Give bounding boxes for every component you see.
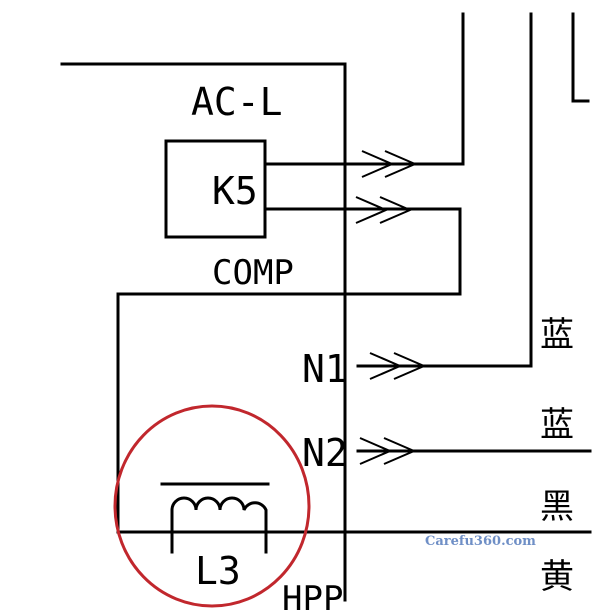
inductor-l3-symbol [160, 482, 270, 554]
wire-top-1 [263, 12, 465, 166]
label-n2: N2 [302, 431, 348, 475]
highlight-circle [113, 404, 311, 608]
wire-color-label-3: 黑 [540, 487, 574, 527]
relay-k5-box [164, 139, 267, 239]
label-n1: N1 [302, 347, 348, 391]
wire-top-3 [571, 12, 590, 103]
label-cut-off: HPP [282, 579, 343, 616]
inductor-coil [170, 496, 268, 554]
connector-arrow-k5-1 [361, 150, 418, 178]
wires [60, 12, 592, 602]
connector-arrow-k5-2 [355, 196, 413, 224]
wire-k5-comp [116, 207, 462, 534]
wire-top-2 [356, 12, 533, 368]
watermark-text: Carefu360.com [425, 534, 536, 549]
label-ac-l: AC-L [191, 80, 283, 124]
label-k5: K5 [212, 169, 258, 213]
label-l3: L3 [195, 549, 241, 593]
wire-ac-l [60, 62, 347, 602]
wire-color-label-2: 蓝 [540, 405, 574, 445]
label-comp: COMP [212, 253, 294, 293]
connector-arrow-n2 [359, 437, 417, 465]
connector-arrow-n1 [369, 352, 427, 380]
wire-color-label-4: 黄 [540, 557, 574, 597]
connector-arrows [355, 150, 427, 465]
wire-color-label-1: 蓝 [540, 315, 574, 355]
